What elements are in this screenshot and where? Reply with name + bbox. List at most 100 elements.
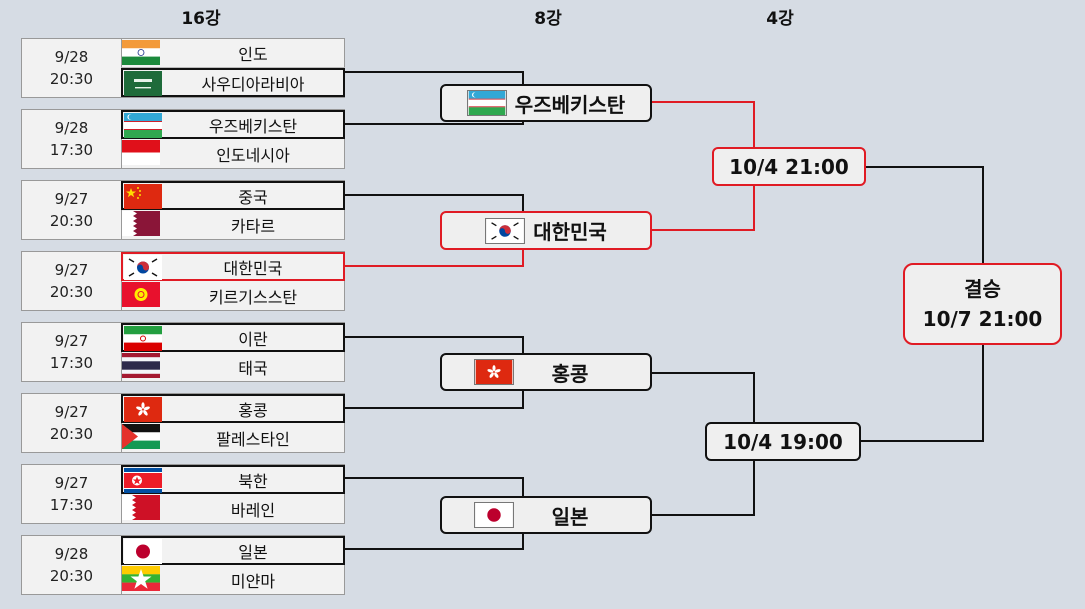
advance-line [345, 249, 524, 267]
match-datetime: 9/28 20:30 [22, 536, 122, 594]
team-name: 팔레스타인 [216, 429, 290, 449]
round-of-16-header: 16강 [181, 9, 221, 29]
iran-flag-icon [124, 326, 162, 351]
uzbekistan-flag-icon [466, 90, 507, 116]
quarterfinal-header: 8강 [534, 9, 562, 29]
uzbekistan-flag-icon [124, 113, 162, 138]
bracket-line [860, 344, 984, 442]
team-slot[interactable]: 우즈베키스탄 [121, 110, 345, 139]
semifinal-time: 10/4 19:00 [723, 429, 843, 454]
match-datetime: 9/27 20:30 [22, 252, 122, 310]
bracket-line [345, 390, 524, 409]
saudi-arabia-flag-icon [124, 71, 162, 96]
north-korea-flag-icon [124, 468, 162, 493]
match-time: 17:30 [49, 354, 94, 372]
quarterfinal-winner-box[interactable]: 일본 [440, 496, 652, 534]
bahrain-flag-icon [122, 495, 160, 520]
team-slot[interactable]: 대한민국 [121, 252, 345, 281]
advance-line [651, 185, 755, 231]
team-name: 일본 [551, 504, 589, 529]
bracket-line [345, 532, 524, 550]
hong-kong-flag-icon [124, 397, 162, 422]
team-name: 태국 [238, 358, 268, 378]
match-time: 20:30 [49, 283, 94, 301]
team-name: 인도네시아 [216, 145, 290, 165]
match-time: 17:30 [49, 496, 94, 514]
bracket-line [345, 477, 524, 496]
team-name: 일본 [238, 542, 268, 562]
quarterfinal-winner-box[interactable]: 우즈베키스탄 [440, 84, 652, 122]
team-slot[interactable]: 홍콩 [121, 394, 345, 423]
team-slot[interactable]: 미얀마 [121, 565, 345, 594]
team-slot[interactable]: 키르기스스탄 [121, 281, 345, 310]
hong-kong-flag-icon [473, 359, 514, 385]
team-name: 홍콩 [551, 361, 589, 386]
match-time: 20:30 [49, 425, 94, 443]
team-slot[interactable]: 인도네시아 [121, 139, 345, 168]
match-date: 9/27 [54, 261, 89, 279]
match-date: 9/28 [54, 48, 89, 66]
team-slot[interactable]: 바레인 [121, 494, 345, 523]
team-slot[interactable]: 팔레스타인 [121, 423, 345, 452]
japan-flag-icon [473, 502, 514, 528]
team-slot[interactable]: 인도 [121, 39, 345, 68]
team-name: 카타르 [230, 216, 276, 236]
match-datetime: 9/27 17:30 [22, 465, 122, 523]
team-slot[interactable]: 중국 [121, 181, 345, 210]
team-name: 미얀마 [230, 571, 276, 591]
kyrgyzstan-flag-icon [122, 282, 160, 307]
team-name: 우즈베키스탄 [208, 116, 298, 136]
team-name: 바레인 [230, 500, 276, 520]
bracket-line [345, 336, 524, 353]
final-title: 결승 [964, 277, 1001, 301]
korea-flag-icon [124, 255, 162, 280]
match-date: 9/28 [54, 119, 89, 137]
match-date: 9/27 [54, 403, 89, 421]
indonesia-flag-icon [122, 140, 160, 165]
team-slot[interactable]: 이란 [121, 323, 345, 352]
match-time: 20:30 [49, 70, 94, 88]
bracket-line [345, 71, 524, 84]
match-date: 9/27 [54, 190, 89, 208]
china-flag-icon [124, 184, 162, 209]
qatar-flag-icon [122, 211, 160, 236]
team-slot[interactable]: 카타르 [121, 210, 345, 239]
final-time: 10/7 21:00 [922, 307, 1043, 331]
team-slot[interactable]: 일본 [121, 536, 345, 565]
team-name: 북한 [238, 471, 268, 491]
team-name: 인도 [238, 45, 268, 64]
quarterfinal-winner-box[interactable]: 홍콩 [440, 353, 652, 391]
semifinal-box[interactable]: 10/4 19:00 [705, 422, 861, 461]
match-time: 20:30 [49, 567, 94, 585]
team-name: 이란 [238, 329, 268, 349]
team-name: 중국 [238, 187, 268, 207]
team-slot[interactable]: 태국 [121, 352, 345, 381]
palestine-flag-icon [122, 424, 160, 449]
team-name: 우즈베키스탄 [514, 92, 626, 117]
match-datetime: 9/27 20:30 [22, 181, 122, 239]
advance-line [651, 101, 755, 148]
bracket-line [651, 372, 755, 422]
quarterfinal-winner-box[interactable]: 대한민국 [440, 211, 652, 250]
match-date: 9/27 [54, 474, 89, 492]
final-box[interactable]: 결승 10/7 21:00 [903, 263, 1062, 345]
bracket-line [345, 194, 524, 211]
match-time: 20:30 [49, 212, 94, 230]
team-slot[interactable]: 사우디아라비아 [121, 68, 345, 97]
team-name: 대한민국 [533, 220, 607, 244]
semifinal-header: 4강 [766, 9, 794, 29]
match-datetime: 9/27 20:30 [22, 394, 122, 452]
team-slot[interactable]: 북한 [121, 465, 345, 494]
match-date: 9/28 [54, 545, 89, 563]
semifinal-box[interactable]: 10/4 21:00 [712, 147, 866, 186]
